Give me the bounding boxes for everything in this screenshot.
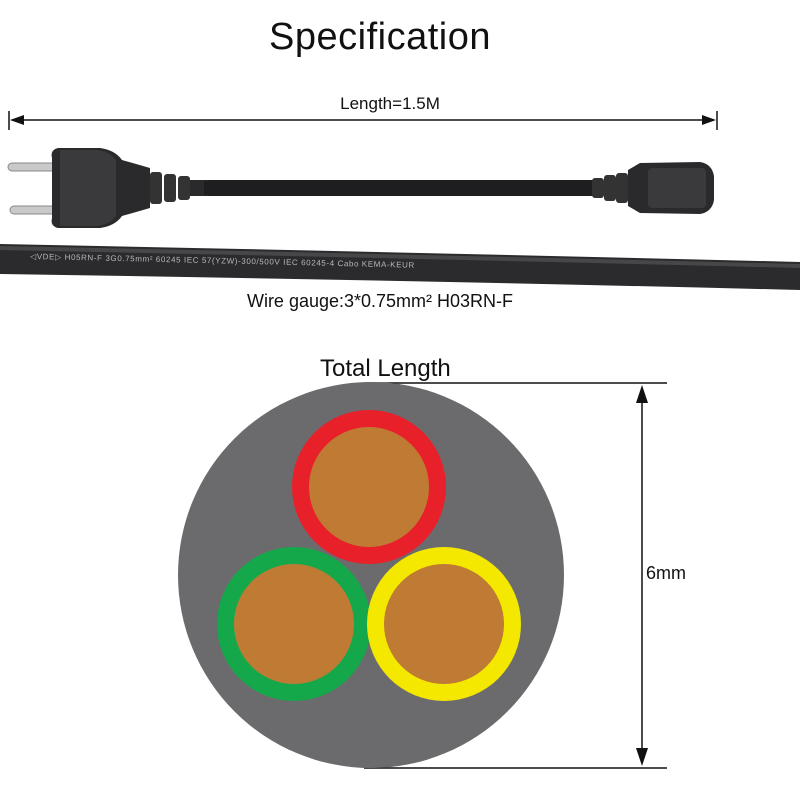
earth-wire-conductor xyxy=(234,564,354,684)
cable-closeup xyxy=(0,244,800,290)
length-dimension xyxy=(8,111,718,130)
diameter-label: 6mm xyxy=(646,563,686,583)
cross-section-label: Total Length xyxy=(320,355,451,382)
live-wire-conductor xyxy=(309,427,429,547)
schuko-plug-icon xyxy=(7,148,206,228)
page-title: Specification xyxy=(269,16,491,58)
wire-gauge-label: Wire gauge:3*0.75mm² H03RN-F xyxy=(246,291,514,311)
cross-section-diagram xyxy=(178,382,667,769)
neutral-wire-conductor xyxy=(384,564,504,684)
length-label: Length=1.5M xyxy=(340,94,440,113)
iec-c13-connector-icon xyxy=(592,162,714,214)
power-cable xyxy=(204,180,596,196)
